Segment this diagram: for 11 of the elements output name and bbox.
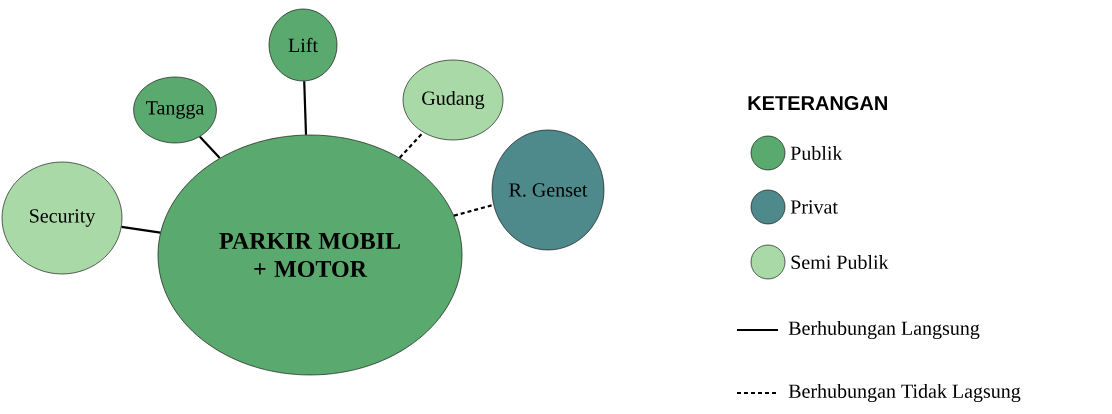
connector-line bbox=[303, 81, 308, 135]
legend-text: Berhubungan Tidak Lagsung bbox=[788, 383, 1021, 403]
legend-text: Publik bbox=[790, 145, 843, 160]
legend-text: Semi Publik bbox=[791, 254, 889, 269]
connector-line bbox=[199, 135, 221, 159]
legend-text: Berhubungan Langsung bbox=[788, 320, 980, 340]
legend-title: KETERANGAN bbox=[748, 95, 887, 111]
connector-line bbox=[398, 131, 424, 159]
connector-line bbox=[453, 203, 494, 217]
legend-text: Privat bbox=[790, 200, 838, 214]
connector-line bbox=[121, 225, 161, 234]
